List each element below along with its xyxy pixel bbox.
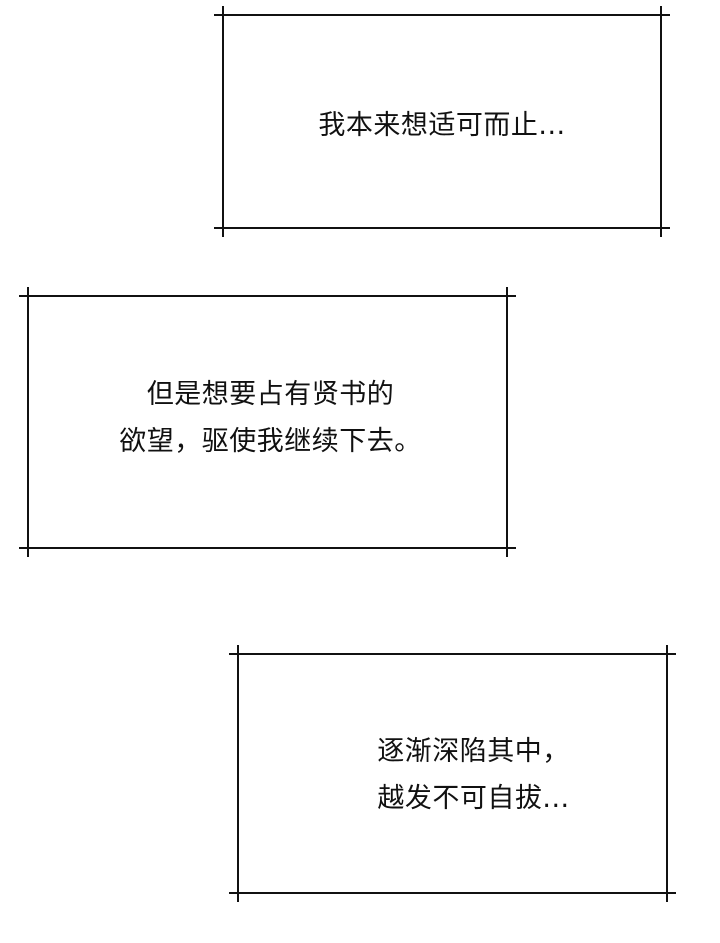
panel-corner [229, 645, 239, 655]
caption-panel-2: 但是想要占有贤书的 欲望，驱使我继续下去。 [19, 287, 516, 557]
caption-panel-3: 逐渐深陷其中， 越发不可自拔... [229, 645, 676, 902]
caption-text-2: 但是想要占有贤书的 欲望，驱使我继续下去。 [119, 379, 422, 457]
panel-corner [666, 892, 676, 902]
panel-corner [214, 227, 224, 237]
caption-text-1: 我本来想适可而止... [318, 110, 566, 141]
panel-corner [214, 6, 224, 16]
panel-corner [660, 227, 670, 237]
panel-corner [660, 6, 670, 16]
panel-corner [666, 645, 676, 655]
panel-corner [506, 287, 516, 297]
caption-text-3: 逐渐深陷其中， 越发不可自拔... [377, 735, 570, 814]
panel-corner [19, 287, 29, 297]
caption-panel-1: 我本来想适可而止... [214, 6, 670, 237]
panel-corner [506, 547, 516, 557]
panel-corner [229, 892, 239, 902]
panel-corner [19, 547, 29, 557]
